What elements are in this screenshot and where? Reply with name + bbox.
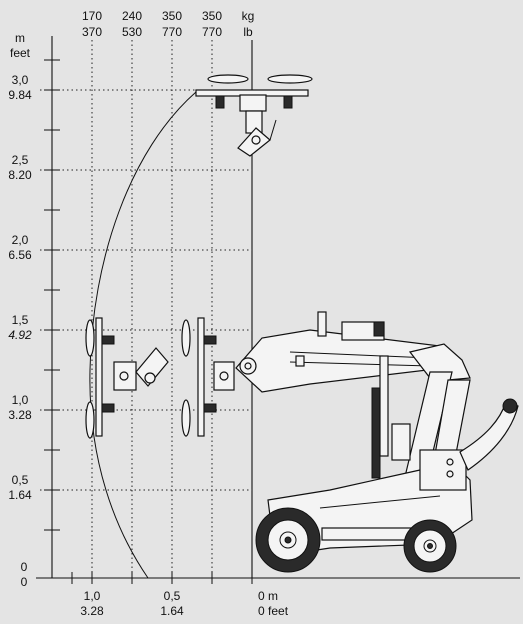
unit-lb: lb bbox=[243, 25, 253, 39]
y-ticks bbox=[44, 59, 60, 531]
y-label-ft-15: 4.92 bbox=[8, 328, 32, 342]
y-unit-feet: feet bbox=[10, 46, 31, 60]
y-label-ft-10: 3.28 bbox=[8, 408, 32, 422]
x-label-ft-10: 3.28 bbox=[80, 604, 104, 618]
suction-head-middle bbox=[181, 317, 235, 437]
y-label-m-25: 2,5 bbox=[12, 153, 29, 167]
x-label-m-05: 0,5 bbox=[164, 589, 181, 603]
reach-envelope-curve bbox=[89, 91, 197, 579]
y-label-ft-20: 6.56 bbox=[8, 248, 32, 262]
x-label-ft-05: 1.64 bbox=[160, 604, 184, 618]
load-kg-1: 170 bbox=[82, 9, 102, 23]
y-label-m-0: 0 bbox=[21, 560, 28, 574]
y-label-m-30: 3,0 bbox=[12, 73, 29, 87]
x-label-ft-0: 0 feet bbox=[258, 604, 289, 618]
x-label-m-10: 1,0 bbox=[84, 589, 101, 603]
x-ticks bbox=[71, 572, 253, 584]
unit-kg: kg bbox=[242, 9, 255, 23]
y-label-ft-0: 0 bbox=[21, 575, 28, 589]
y-label-m-05: 0,5 bbox=[12, 473, 29, 487]
load-kg-4: 350 bbox=[202, 9, 222, 23]
load-kg-2: 240 bbox=[122, 9, 142, 23]
suction-head-left bbox=[85, 317, 169, 439]
y-label-ft-30: 9.84 bbox=[8, 88, 32, 102]
y-label-ft-05: 1.64 bbox=[8, 488, 32, 502]
suction-head-top bbox=[195, 74, 313, 157]
x-label-m-0: 0 m bbox=[258, 589, 278, 603]
y-label-m-20: 2,0 bbox=[12, 233, 29, 247]
front-wheel bbox=[255, 507, 321, 573]
y-label-ft-25: 8.20 bbox=[8, 168, 32, 182]
y-unit-m: m bbox=[15, 31, 25, 45]
load-kg-3: 350 bbox=[162, 9, 182, 23]
load-lb-3: 770 bbox=[162, 25, 182, 39]
y-label-m-10: 1,0 bbox=[12, 393, 29, 407]
rear-wheel bbox=[403, 519, 457, 573]
load-lb-2: 530 bbox=[122, 25, 142, 39]
load-lb-4: 770 bbox=[202, 25, 222, 39]
machine-boom bbox=[235, 311, 445, 393]
y-label-m-15: 1,5 bbox=[12, 313, 29, 327]
load-lb-1: 370 bbox=[82, 25, 102, 39]
